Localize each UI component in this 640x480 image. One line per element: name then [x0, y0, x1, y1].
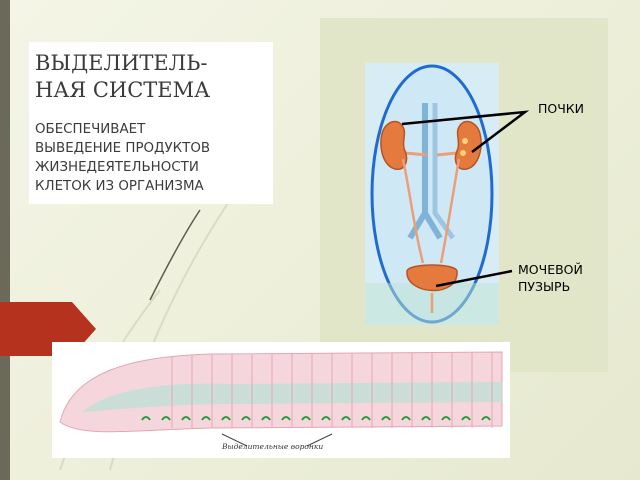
left-decor-bar: [0, 0, 10, 480]
slide-description: ОБЕСПЕЧИВАЕТ ВЫВЕДЕНИЕ ПРОДУКТОВ ЖИЗНЕДЕ…: [35, 122, 211, 194]
label-kidneys: ПОЧКИ: [538, 101, 585, 116]
text-box: [29, 42, 273, 204]
urinary-system-illustration: [365, 63, 499, 325]
label-bladder: МОЧЕВОЙ ПУЗЫРЬ: [518, 262, 583, 294]
worm-caption: Выделительные воронки: [222, 442, 324, 451]
slide-title: ВЫДЕЛИТЕЛЬ- НАЯ СИСТЕМА: [35, 51, 211, 102]
earthworm-illustration: Выделительные воронки: [52, 342, 510, 458]
